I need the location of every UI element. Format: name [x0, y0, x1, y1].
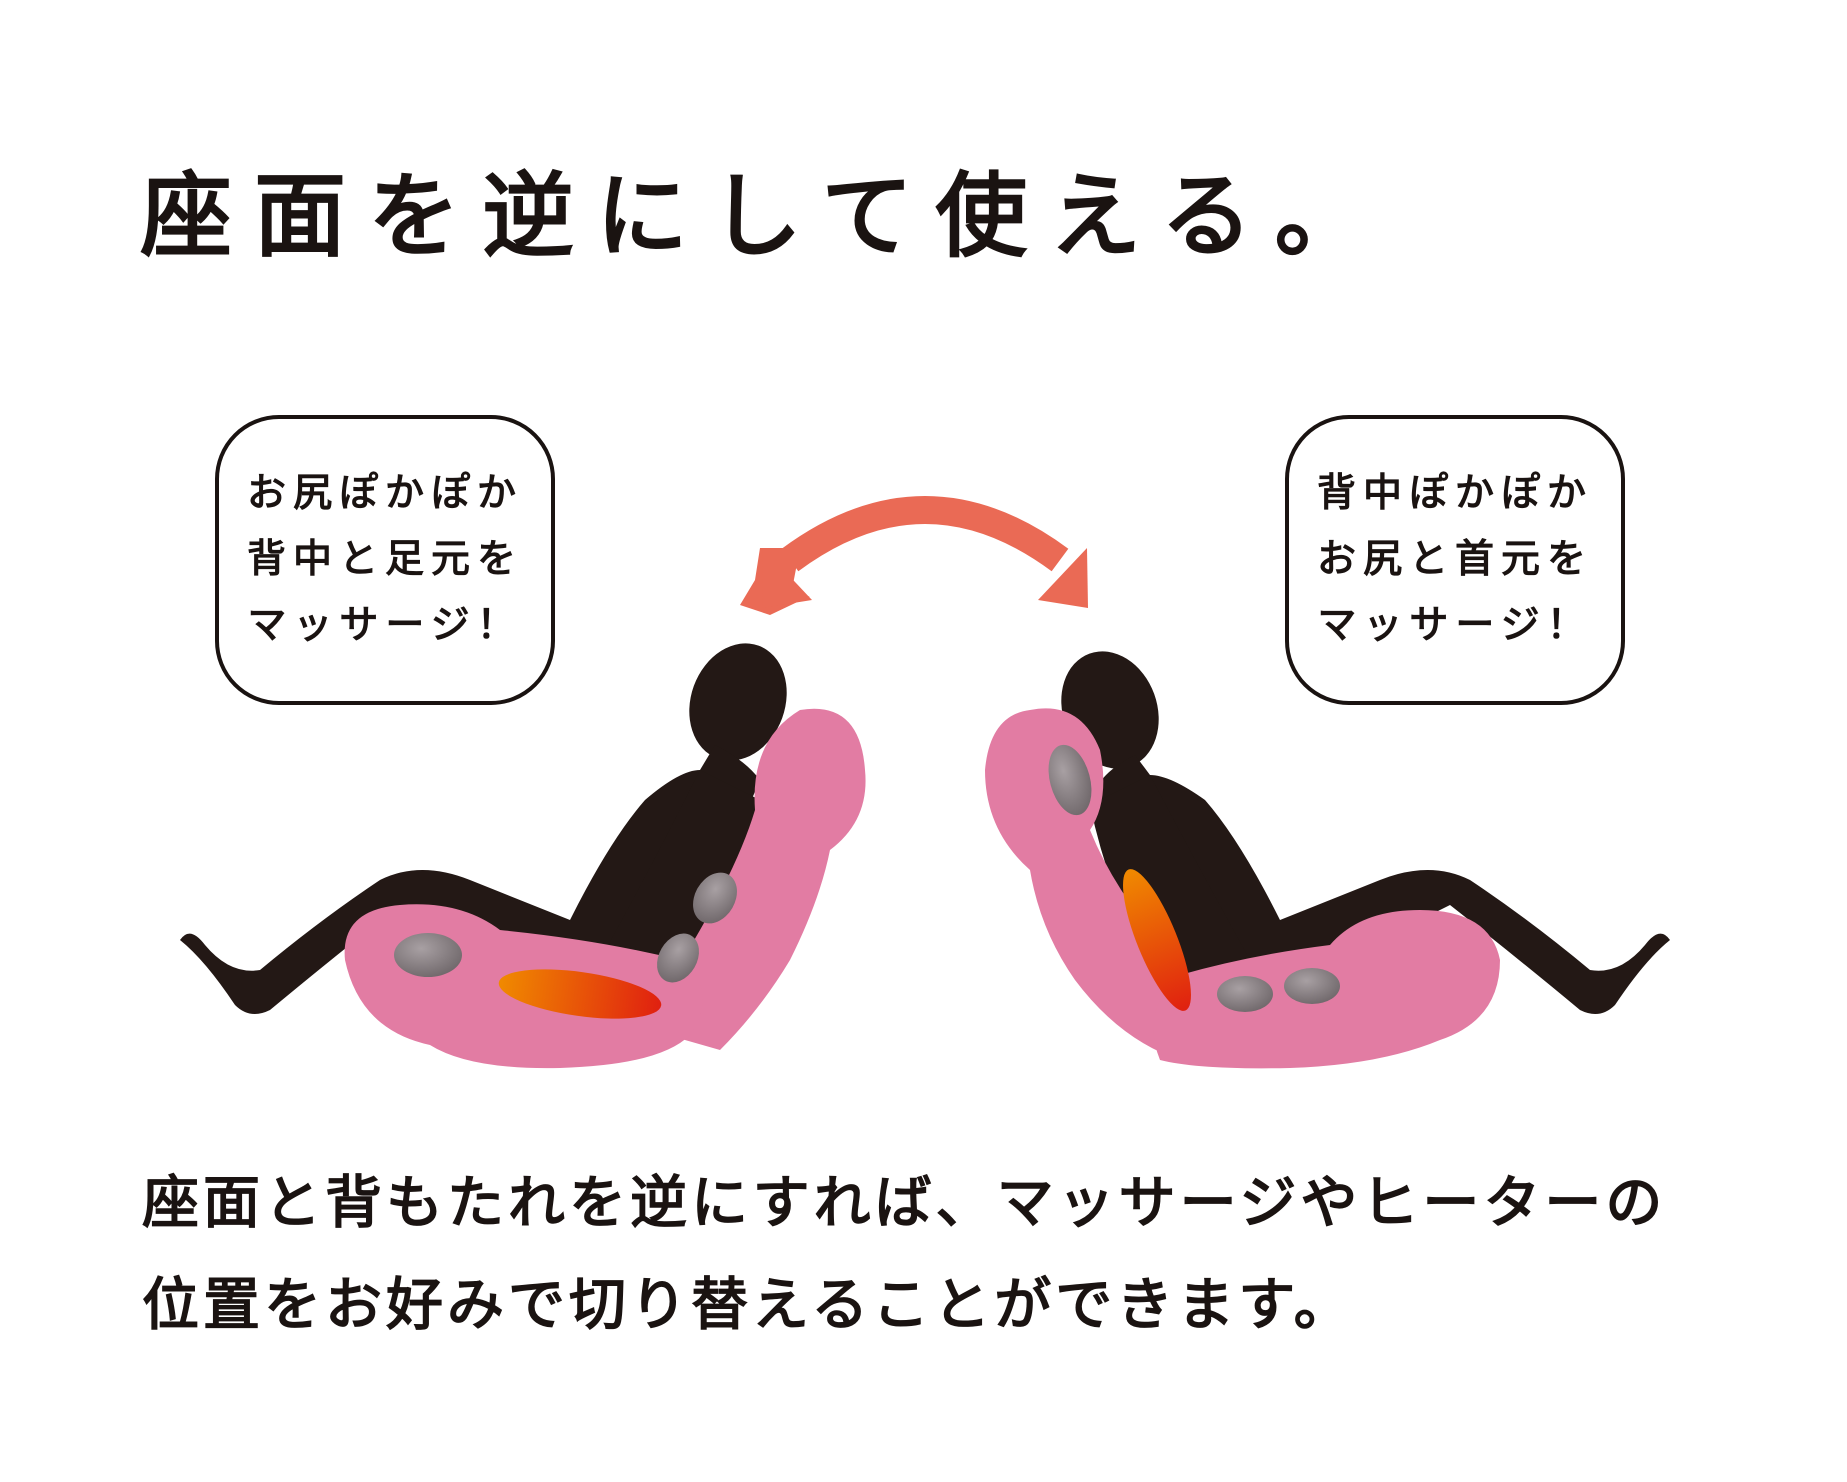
left-backrest-cushion: [650, 708, 866, 1050]
caption-line-2: 位置をお好みで切り替えることができます。: [142, 1272, 1355, 1338]
massage-node-icon: [1284, 968, 1340, 1004]
heater-zone-icon: [498, 969, 662, 1019]
left-speech-bubble: お尻ぽかぽか 背中と足元を マッサージ！: [215, 415, 555, 705]
right-bubble-line-3: マッサージ！: [1317, 603, 1593, 648]
massage-node-icon: [693, 872, 737, 924]
caption-line-1: 座面と背もたれを逆にすれば、マッサージやヒーターの: [142, 1170, 1667, 1236]
heater-zone-icon: [1123, 869, 1191, 1011]
right-speech-bubble: 背中ぽかぽか お尻と首元を マッサージ！: [1285, 415, 1625, 705]
massage-node-icon: [657, 933, 699, 983]
right-bubble-line-1: 背中ぽかぽか: [1316, 471, 1593, 516]
massage-node-icon: [1217, 976, 1273, 1012]
double-headed-curved-arrow-icon: [740, 496, 1088, 615]
left-bubble-line-3: マッサージ！: [247, 603, 523, 648]
left-bubble-line-2: 背中と足元を: [246, 537, 523, 582]
page-title: 座面を逆にして使える。: [140, 162, 1389, 270]
massage-node-icon: [394, 933, 462, 977]
right-seated-figure: [985, 651, 1670, 1069]
right-bubble-line-2: お尻と首元を: [1316, 537, 1593, 582]
massage-node-icon: [1048, 744, 1092, 816]
left-bubble-line-1: お尻ぽかぽか: [246, 471, 523, 516]
description-caption: 座面と背もたれを逆にすれば、マッサージやヒーターの 位置をお好みで切り替えること…: [142, 1152, 1666, 1356]
left-seated-figure: [180, 643, 866, 1069]
